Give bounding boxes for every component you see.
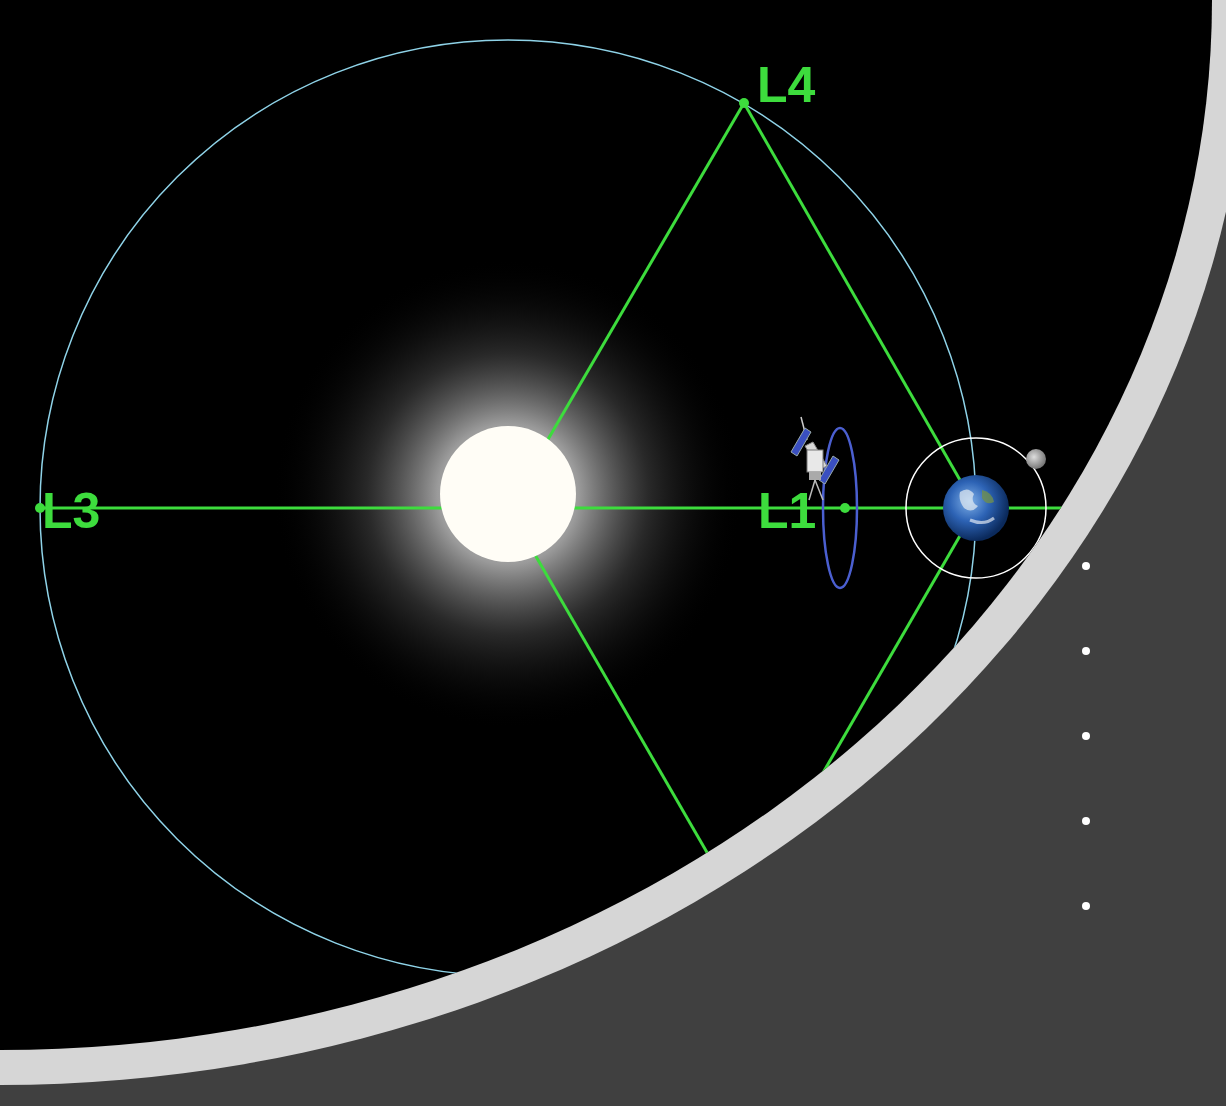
- sun-glow: [273, 259, 743, 729]
- l4-point: [739, 98, 749, 108]
- l1-point: [840, 503, 850, 513]
- point-label: L3: [42, 486, 100, 536]
- earth: [943, 475, 1009, 541]
- moon-orbit: [906, 438, 1046, 578]
- lagrange-lines: [40, 103, 1226, 913]
- point-label: L1: [758, 486, 816, 536]
- bullet-dots: [1082, 562, 1090, 910]
- halo-orbit: [823, 428, 857, 588]
- space-ground: [0, 0, 1212, 1050]
- sun: [440, 426, 576, 562]
- point-label: L4: [757, 60, 815, 110]
- moon: [1026, 449, 1046, 469]
